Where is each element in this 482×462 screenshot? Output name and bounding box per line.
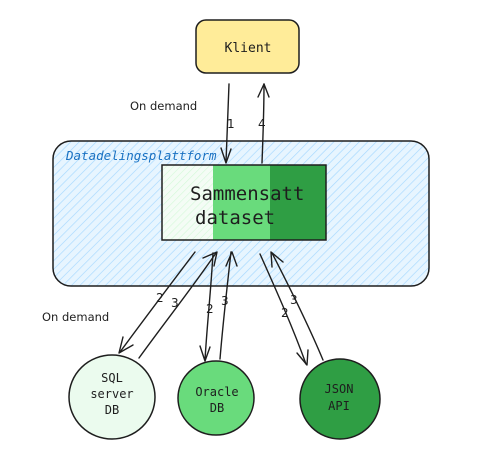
arrow-json-to-dataset <box>270 251 324 361</box>
json-label-line1: JSON <box>325 382 354 396</box>
step-sql-request: 2 <box>156 291 164 305</box>
arrow-client-to-dataset <box>220 83 232 164</box>
platform-label: Datadelingsplattform <box>65 148 217 163</box>
client-node: Klient <box>195 19 300 74</box>
arrow-sql-to-dataset <box>138 251 218 359</box>
arrow-dataset-to-json <box>259 253 309 366</box>
arrow-dataset-to-oracle <box>199 252 214 362</box>
dataset-node: Sammensatt dataset <box>161 164 327 241</box>
dataset-label-line1: Sammensatt <box>190 183 304 205</box>
sql-label-line3: DB <box>105 403 119 417</box>
sql-label-line2: server <box>90 387 133 401</box>
arrow-dataset-to-sql <box>118 251 196 354</box>
step-oracle-request: 2 <box>206 302 214 316</box>
json-api-circle <box>299 358 381 440</box>
dataset-segment-mid <box>213 165 271 240</box>
on-demand-annotation-left: On demand <box>42 310 109 324</box>
step-sql-response: 3 <box>171 296 179 310</box>
step-oracle-response: 3 <box>221 294 229 308</box>
on-demand-annotation-top: On demand <box>130 99 197 113</box>
oracle-label-line1: Oracle <box>195 385 238 399</box>
json-api-node: JSON API <box>299 358 381 440</box>
oracle-circle <box>177 360 255 436</box>
step-client-request: 1 <box>227 117 235 131</box>
dataset-segment-light <box>162 165 214 240</box>
dataset-outline <box>161 164 327 241</box>
dataset-segment-dark <box>270 165 326 240</box>
dataset-label-line2: dataset <box>195 207 275 229</box>
step-client-response: 4 <box>258 117 266 131</box>
arrow-oracle-to-dataset <box>219 251 238 360</box>
oracle-node: Oracle DB <box>177 360 255 436</box>
oracle-label-line2: DB <box>210 401 224 415</box>
client-label: Klient <box>225 41 272 56</box>
sql-server-node: SQL server DB <box>68 354 156 440</box>
sql-server-circle <box>68 354 156 440</box>
client-box <box>195 19 300 74</box>
step-json-request: 2 <box>281 306 289 320</box>
arrow-dataset-to-client <box>257 83 270 164</box>
json-label-line2: API <box>328 399 350 413</box>
step-json-response: 3 <box>290 293 298 307</box>
sql-label-line1: SQL <box>101 371 123 385</box>
